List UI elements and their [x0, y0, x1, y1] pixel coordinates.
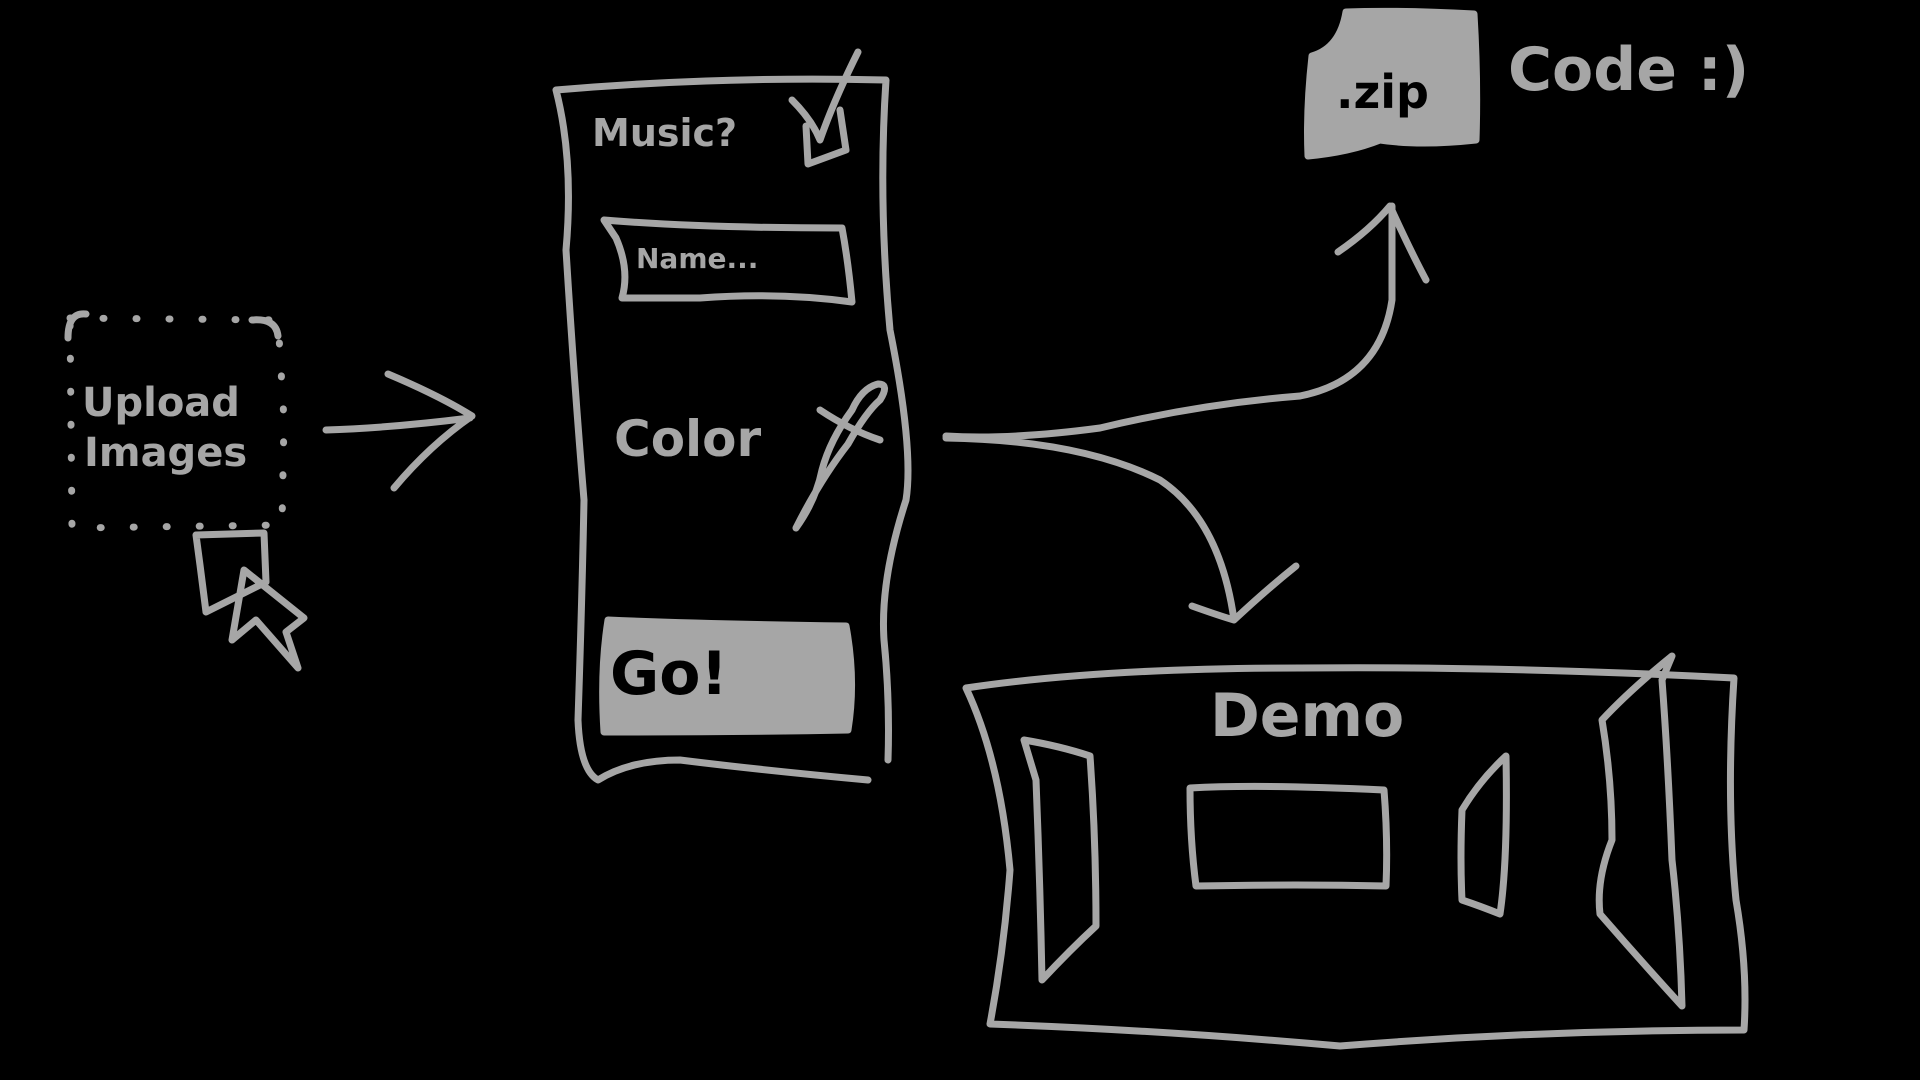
demo-center-frame: [1186, 782, 1391, 890]
checkmark-icon: [788, 48, 862, 168]
name-input-outline: [600, 216, 856, 306]
dropzone-dotted-border: [66, 314, 288, 532]
form-panel: Music? Name... Color Go!: [552, 48, 912, 784]
pointer-cursor-icon: [192, 529, 308, 672]
arrow-form-to-zip: [942, 202, 1430, 441]
go-button-label: Go!: [610, 639, 728, 709]
dragged-file-shape: [192, 529, 270, 616]
go-button-background: [599, 616, 856, 736]
zip-file-label: .zip: [1336, 65, 1429, 119]
demo-inner-right-shape: [1457, 752, 1510, 918]
color-picker[interactable]: [792, 380, 888, 532]
dropzone-corner-mark: [64, 310, 282, 342]
upload-label-line2: Images: [84, 430, 247, 476]
demo-right-panel-shape: [1595, 652, 1686, 1010]
arrow-upload-to-form: [322, 370, 476, 492]
upload-images-dropzone[interactable]: Upload Images: [64, 310, 288, 532]
name-input[interactable]: Name...: [600, 216, 856, 306]
demo-panel[interactable]: Demo: [962, 652, 1749, 1050]
pencil-icon: [792, 380, 888, 532]
demo-panel-outline: [962, 664, 1749, 1050]
demo-label: Demo: [1210, 681, 1404, 751]
go-button[interactable]: Go!: [599, 616, 856, 736]
zip-file-icon[interactable]: .zip: [1304, 7, 1481, 160]
music-checkbox[interactable]: [788, 48, 862, 168]
arrow-form-to-demo: [942, 434, 1300, 624]
color-label: Color: [614, 410, 762, 468]
code-caption: Code :): [1508, 35, 1749, 105]
upload-label-line1: Upload: [82, 380, 240, 426]
name-input-placeholder: Name...: [636, 242, 758, 275]
zip-file-shape: [1304, 7, 1481, 160]
cursor-arrow-shape: [228, 566, 308, 672]
music-label: Music?: [592, 111, 737, 155]
form-panel-outline: [552, 75, 912, 784]
demo-left-panel-shape: [1020, 736, 1100, 984]
